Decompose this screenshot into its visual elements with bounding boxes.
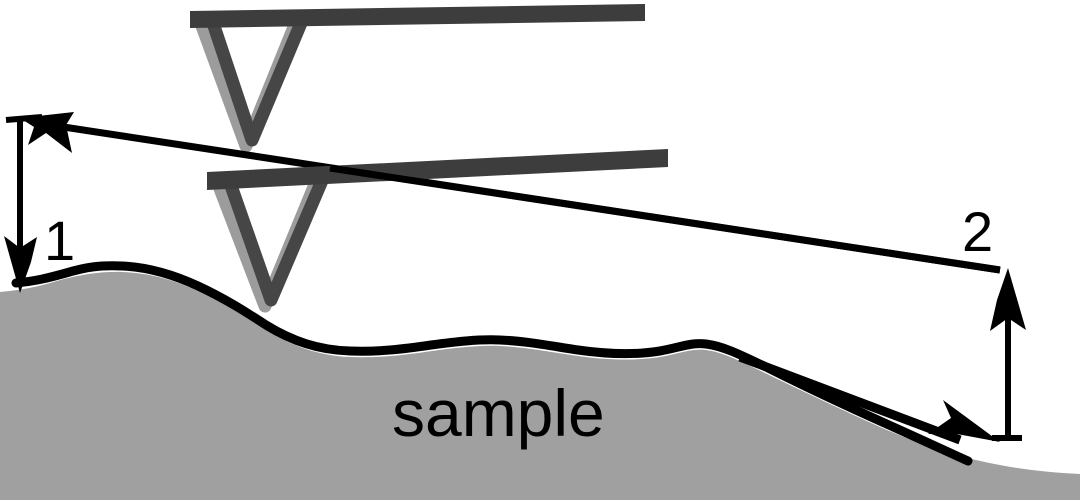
height-marker-2 (990, 268, 1026, 441)
sample-body (0, 271, 1080, 500)
cantilever-beam-upper (190, 4, 645, 28)
scan-trajectory-over-beam (329, 164, 1001, 274)
tip-lower (222, 169, 331, 307)
scan-trajectory-arrowhead-left (20, 112, 74, 153)
marker-2-arrowhead-up (990, 268, 1026, 331)
label-position-2: 2 (962, 200, 993, 263)
scan-trajectory-shaft-lower (738, 352, 962, 445)
cantilever-beam-lower (207, 149, 668, 190)
label-sample: sample (392, 376, 605, 450)
scan-trajectory-arrowhead-right (928, 400, 1000, 442)
label-position-1: 1 (44, 209, 75, 272)
scan-trajectory-shaft-segment (329, 164, 1001, 274)
marker-1-arrowhead-down (4, 236, 37, 293)
cantilever-upper (190, 4, 645, 153)
marker-1-top-cap (5, 114, 43, 123)
cantilever-lower (207, 149, 668, 313)
height-marker-1 (4, 114, 43, 293)
tip-upper (205, 9, 311, 147)
scan-trajectory-end (738, 352, 1000, 445)
sample-fill (0, 271, 1080, 500)
